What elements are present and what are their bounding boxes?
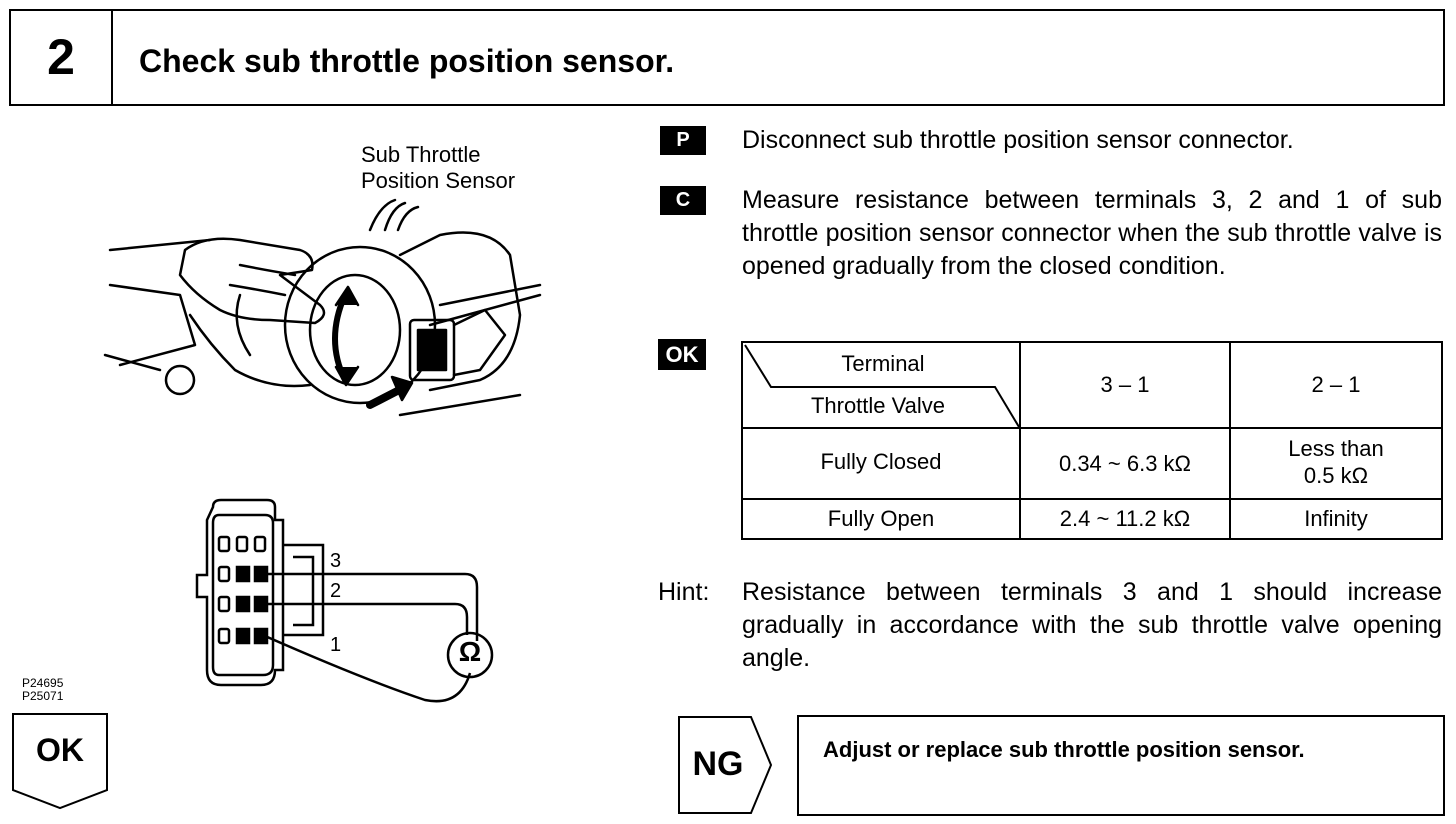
terminal-label-2: 2	[330, 580, 342, 602]
resistance-table: Terminal Throttle Valve 3 – 1 2 – 1 Full…	[741, 341, 1443, 540]
sensor-label-line2: Position Sensor	[361, 168, 516, 193]
hint-label: Hint:	[658, 578, 710, 606]
step-title: Check sub throttle position sensor.	[139, 43, 675, 79]
hand-on-throttle-body-illustration	[103, 198, 542, 417]
table-col-2-1: 2 – 1	[1311, 372, 1361, 397]
table-cell: 2.4 ~ 11.2 kΩ	[1059, 506, 1191, 531]
ng-result-label: NG	[692, 745, 744, 783]
table-row-label: Fully Closed	[820, 449, 942, 474]
ohmmeter-icon	[446, 631, 494, 679]
ok-result-label: OK	[36, 732, 84, 768]
table-col-3-1: 3 – 1	[1100, 372, 1150, 397]
table-row-label: Fully Open	[827, 506, 935, 531]
ok-result-shape	[12, 713, 108, 810]
table-cell: Infinity	[1304, 506, 1368, 531]
step-number: 2	[11, 11, 113, 104]
figure-code: P24695	[22, 676, 64, 690]
ng-action-text: Adjust or replace sub throttle position …	[823, 737, 1305, 762]
header-diagonal	[744, 344, 1019, 427]
ohm-symbol: Ω	[458, 636, 482, 667]
table-cell: Less than	[1288, 436, 1384, 461]
hint-text: Resistance between terminals 3 and 1 sho…	[742, 578, 1442, 672]
check-instruction: Measure resistance between terminals 3, …	[742, 186, 1442, 280]
ng-action-box	[797, 715, 1445, 816]
figure-code: P25071	[22, 689, 64, 703]
sensor-label-line1: Sub Throttle	[361, 142, 481, 167]
ng-result-shape	[678, 716, 773, 814]
ok-badge: OK	[658, 339, 706, 370]
table-cell: 0.34 ~ 6.3 kΩ	[1058, 451, 1192, 476]
terminal-label-3: 3	[330, 550, 342, 572]
step-header: 2 Check sub throttle position sensor.	[9, 9, 1445, 106]
prep-badge: P	[660, 126, 706, 155]
table-cell: 0.5 kΩ	[1303, 463, 1369, 488]
prep-instruction: Disconnect sub throttle position sensor …	[742, 126, 1294, 154]
figure-codes: P24695 P25071	[22, 677, 63, 703]
check-badge: C	[660, 186, 706, 215]
table-header-throttle-valve: Throttle Valve	[810, 393, 946, 418]
table-header-terminal: Terminal	[841, 351, 925, 376]
terminal-label-1: 1	[330, 634, 342, 656]
connector-diagram	[195, 498, 494, 703]
